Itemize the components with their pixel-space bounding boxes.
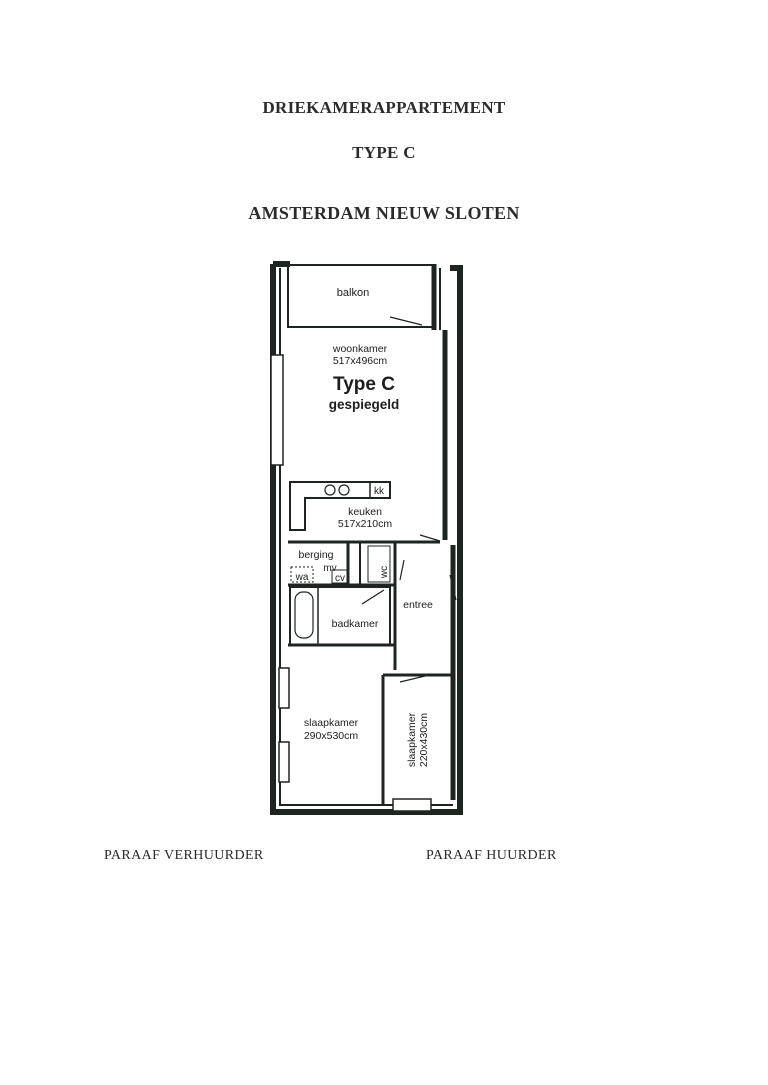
plan-title: Type C (333, 374, 395, 395)
room-label-badkamer: badkamer (332, 618, 379, 630)
room-size-slaapkamer-2: 220x430cm (418, 713, 430, 768)
apartment-type: TYPE C (352, 143, 416, 162)
room-label-keuken: keuken (348, 506, 382, 518)
location: AMSTERDAM NIEUW SLOTEN (248, 203, 520, 223)
room-size-keuken: 517x210cm (338, 518, 393, 530)
room-label-mv: mv (323, 563, 336, 574)
room-label-wc: wc (379, 566, 390, 579)
room-size-slaapkamer-1: 290x530cm (304, 730, 359, 742)
room-size-woonkamer: 517x496cm (333, 355, 388, 367)
room-label-slaapkamer-1: slaapkamer (304, 717, 359, 729)
document-title: DRIEKAMERAPPARTEMENT (262, 98, 506, 117)
room-label-woonkamer: woonkamer (332, 343, 388, 355)
room-label-cv: cv (335, 573, 345, 584)
landlord-initials-label: PARAAF VERHUURDER (104, 848, 264, 863)
tenant-initials-label: PARAAF HUURDER (426, 848, 557, 863)
room-label-slaapkamer-2: slaapkamer (406, 712, 418, 767)
room-label-berging: berging (298, 549, 333, 561)
room-label-wa: wa (295, 572, 309, 583)
room-label-kk: kk (374, 486, 385, 497)
room-label-balkon: balkon (337, 287, 369, 299)
plan-subtitle: gespiegeld (329, 397, 400, 412)
room-label-entree: entree (403, 599, 433, 611)
